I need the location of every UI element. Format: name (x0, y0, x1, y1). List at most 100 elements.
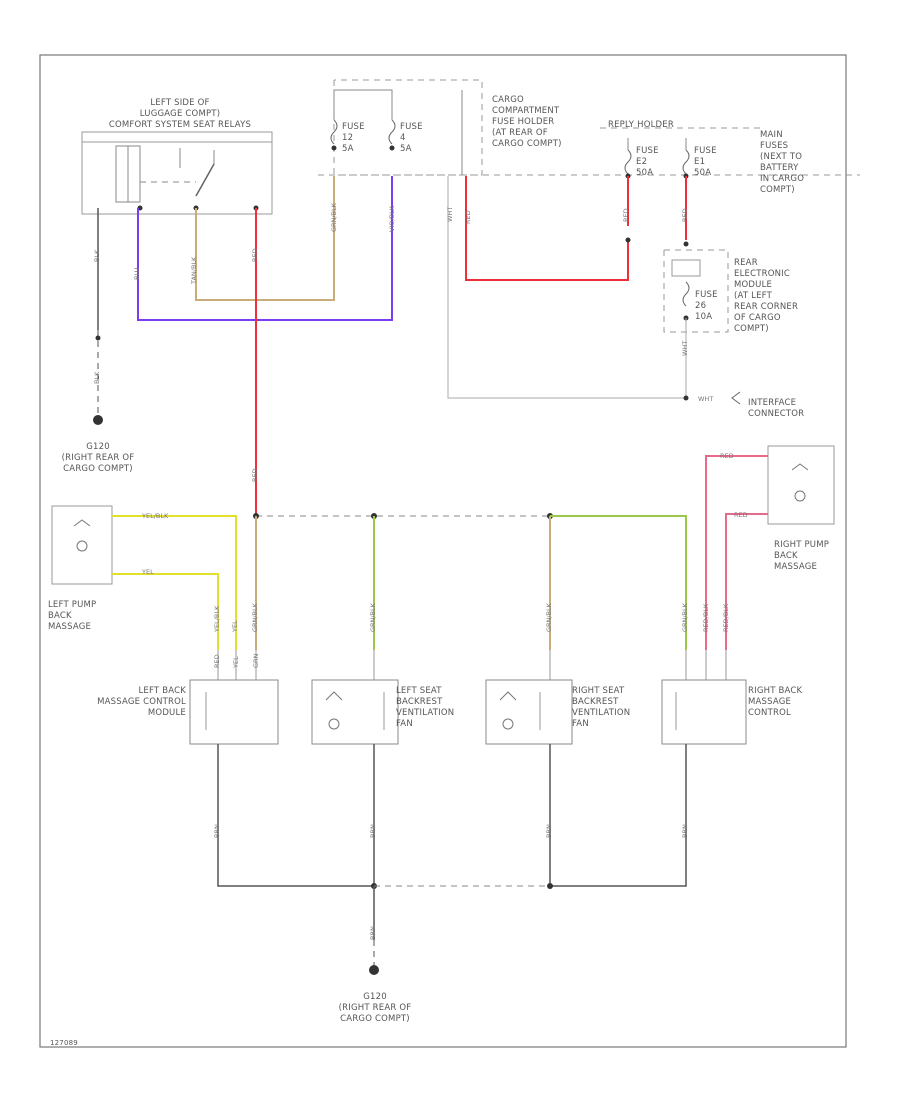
left-back-module-box (189, 679, 279, 745)
fan-symbol (325, 691, 343, 701)
wire-label: VIO/BLK (388, 205, 396, 232)
wire-label: YEL/BLK (142, 512, 169, 520)
wire-pink-top (705, 455, 768, 650)
wire-white (447, 176, 686, 399)
left-back-module-label: LEFT BACK MASSAGE CONTROL MODULE (97, 686, 186, 718)
left-fan-box (311, 679, 399, 745)
luggage-switch-label: LEFT SIDE OF LUGGAGE COMPT) COMFORT SYST… (108, 98, 252, 130)
wire-label: GRN/BLK (369, 603, 377, 632)
cargo-fuse-holder-outline (333, 79, 483, 176)
wire-label: BRN (369, 824, 377, 838)
wire-label: RED (681, 208, 689, 222)
wire-ground-left (217, 744, 374, 887)
ground-bottom-label: G120 (RIGHT REAR OF CARGO COMPT) (338, 992, 412, 1024)
wire-violet (137, 176, 393, 321)
wire-label: TAN/BLK (190, 256, 198, 284)
wire-ground-right (549, 744, 687, 887)
wire-label: RED (251, 468, 259, 482)
right-back-module-label: RIGHT BACK MASSAGE CONTROL (748, 686, 803, 718)
connector-arrow (731, 391, 741, 405)
fan-symbol (499, 691, 517, 701)
splice-dot (683, 241, 689, 247)
wire-label: BLK (93, 249, 101, 262)
splice-dot (683, 395, 689, 401)
fuse-4-label: FUSE 4 5A (400, 122, 423, 154)
wire-label: RED (734, 511, 748, 519)
fuse-e2-label: FUSE E2 50A (636, 146, 659, 178)
wire-label: YEL (231, 620, 239, 632)
fuse-symbol (682, 281, 690, 307)
wire-red-fh (465, 176, 629, 281)
pin-label: GRN (252, 653, 260, 668)
wire-label: GRN/BLK (681, 603, 689, 632)
wire-label: BRN (369, 926, 377, 940)
wire-label: RED (720, 452, 734, 460)
right-back-module-box (661, 679, 747, 745)
splice-dot (389, 145, 395, 151)
wire-label: BRN (545, 824, 553, 838)
pump-motor-icon (794, 490, 806, 502)
main-fuses-label: MAIN FUSES (NEXT TO BATTERY IN CARGO COM… (760, 130, 805, 195)
rear-module-label: REAR ELECTRONIC MODULE (AT LEFT REAR COR… (734, 258, 799, 334)
wire-tan (195, 176, 335, 301)
rear-module-outline (663, 249, 729, 333)
wire-label: RED/BLK (722, 603, 730, 632)
wire-label: WHT (698, 395, 714, 403)
fan-motor-icon (502, 718, 514, 730)
wire-label: GRN/BLK (330, 203, 338, 232)
footer-id: 127089 (50, 1039, 78, 1047)
wire-label: RED/BLK (702, 603, 710, 632)
pin-label: YEL (232, 656, 240, 668)
wire-label: BRN (213, 824, 221, 838)
wire-label: GRN/BLK (545, 603, 553, 632)
splice-dot (547, 883, 553, 889)
wire-green-right (550, 515, 687, 650)
wire-yellow-top (112, 515, 237, 650)
wire-label: YEL/BLK (213, 605, 221, 632)
fuse-holder-header: REPLY HOLDER (608, 120, 674, 130)
relay-contact (195, 163, 215, 197)
wire-label: RED (464, 210, 472, 224)
fuse-12-label: FUSE 12 5A (342, 122, 365, 154)
pump-symbol (791, 463, 809, 471)
fuse-symbol (330, 119, 338, 145)
fuse-rem-label: FUSE 26 10A (695, 290, 718, 322)
right-fan-box (485, 679, 573, 745)
left-pump-box (51, 505, 113, 585)
left-pump-label: LEFT PUMP BACK MASSAGE (48, 600, 97, 632)
fuse-e1-label: FUSE E1 50A (694, 146, 717, 178)
right-pump-label: RIGHT PUMP BACK MASSAGE (774, 540, 830, 572)
fuse-feed (333, 89, 393, 100)
cargo-fuse-holder-label: CARGO COMPARTMENT FUSE HOLDER (AT REAR O… (492, 95, 562, 149)
wire-label: WHT (681, 340, 689, 356)
wire-label: GRN/BLK (251, 603, 259, 632)
pump-motor-icon (76, 540, 88, 552)
ground-point (369, 965, 379, 975)
fuse-symbol (682, 149, 690, 175)
interface-connector-label: INTERFACE CONNECTOR (748, 398, 805, 419)
fuse-symbol (624, 149, 632, 175)
wire-pink-bot (725, 513, 768, 650)
wire-label: BLK (93, 371, 101, 384)
pump-symbol (73, 519, 91, 527)
left-fan-label: LEFT SEAT BACKREST VENTILATION FAN (396, 686, 455, 729)
splice-dot (95, 335, 101, 341)
wire-label: RED (251, 248, 259, 262)
splice-dot (331, 145, 337, 151)
wire-label: YEL (142, 568, 154, 576)
rem-relay (671, 259, 701, 277)
splice-dot (625, 237, 631, 243)
right-pump-box (767, 445, 835, 525)
fan-motor-icon (328, 718, 340, 730)
right-fan-label: RIGHT SEAT BACKREST VENTILATION FAN (572, 686, 631, 729)
pin-label: RED (213, 654, 221, 668)
diagram-border (39, 54, 847, 1048)
relay-housing (81, 131, 273, 215)
wire-yellow-bot (112, 573, 219, 650)
ground-point (93, 415, 103, 425)
fuse-symbol (388, 119, 396, 145)
wire-label: RED (622, 208, 630, 222)
wire-label: BLU (133, 267, 141, 280)
